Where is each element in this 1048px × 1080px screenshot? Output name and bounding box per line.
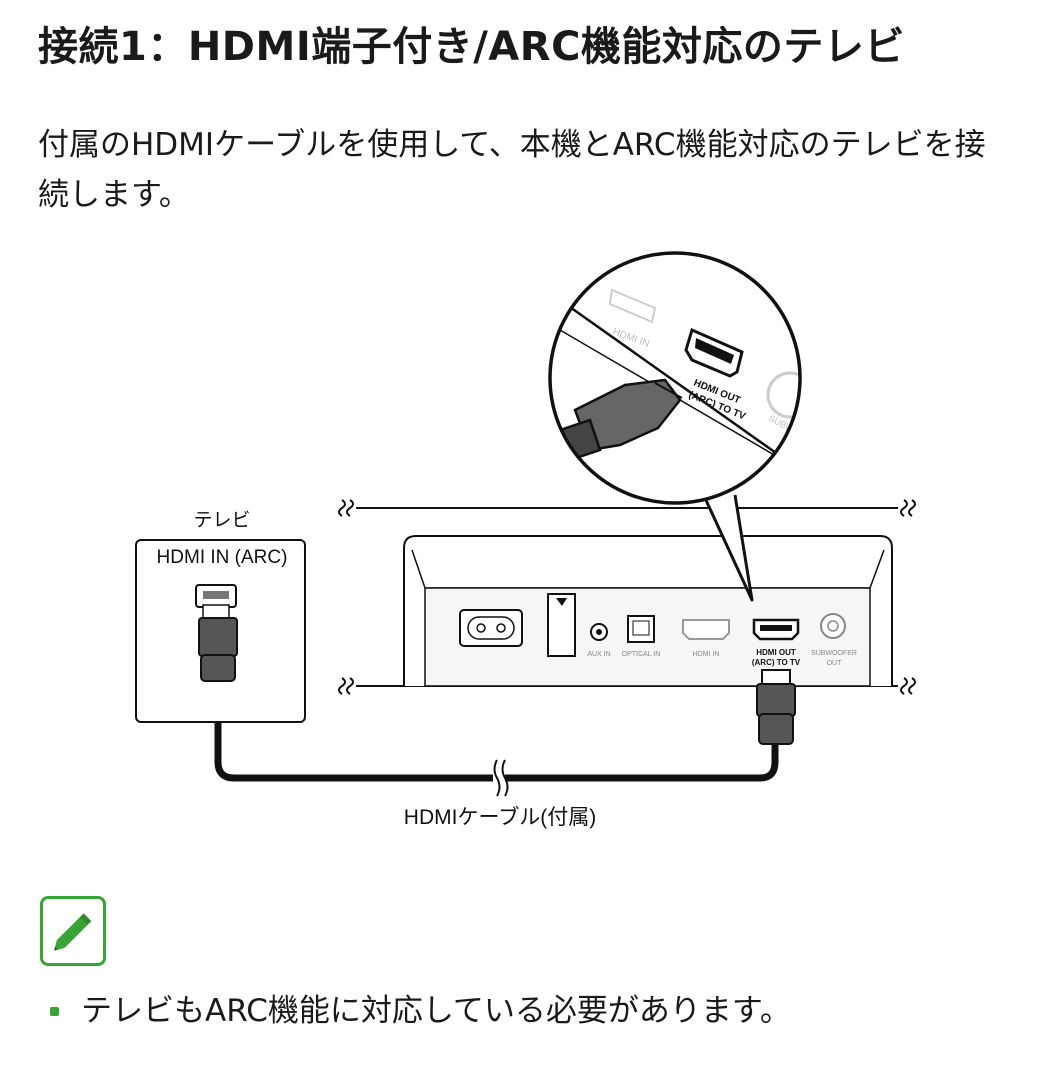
panel-hdmi-in-port: [682, 619, 730, 640]
tv-label: テレビ: [193, 509, 250, 531]
tv-port-label: HDMI IN (ARC): [157, 547, 288, 568]
note-bullet: テレビもARC機能に対応している必要があります。: [50, 986, 1010, 1036]
panel-aux-in-label: AUX IN: [587, 651, 610, 658]
panel-hdmi-in-label: HDMI IN: [693, 651, 720, 658]
note-bullet-text: テレビもARC機能に対応している必要があります。: [81, 993, 791, 1029]
panel-subwoofer-label-2: OUT: [827, 660, 843, 667]
cable-label: HDMIケーブル(付属): [404, 806, 596, 829]
connection-diagram: テレビ HDMI IN (ARC) AUX IN OPTICAL IN HDM: [135, 251, 916, 829]
section-heading: 接続1：HDMI端子付き/ARC機能対応のテレビ: [38, 24, 905, 70]
note-icon-box: [40, 896, 106, 966]
speaker-unit-rear: AUX IN OPTICAL IN HDMI IN HDMI OUT (ARC)…: [403, 535, 893, 687]
pencil-icon: [54, 913, 92, 951]
panel-hdmi-out-label-2: (ARC) TO TV: [752, 658, 801, 667]
unit-hdmi-plug: [756, 669, 796, 745]
panel-subwoofer-label: SUBWOOFER: [811, 650, 857, 657]
tv-panel: テレビ HDMI IN (ARC): [135, 509, 306, 723]
panel-optical-in-label: OPTICAL IN: [622, 651, 661, 658]
intro-text: 付属のHDMIケーブルを使用して、本機とARC機能対応のテレビを接続します。: [38, 127, 986, 213]
zoom-callout: HDMI IN HDMI OUT (ARC) TO TV SUBWOO: [548, 251, 802, 602]
tv-hdmi-plug: [198, 617, 238, 657]
panel-hdmi-out-label: HDMI OUT: [756, 648, 796, 657]
bullet-marker: [50, 1006, 59, 1016]
